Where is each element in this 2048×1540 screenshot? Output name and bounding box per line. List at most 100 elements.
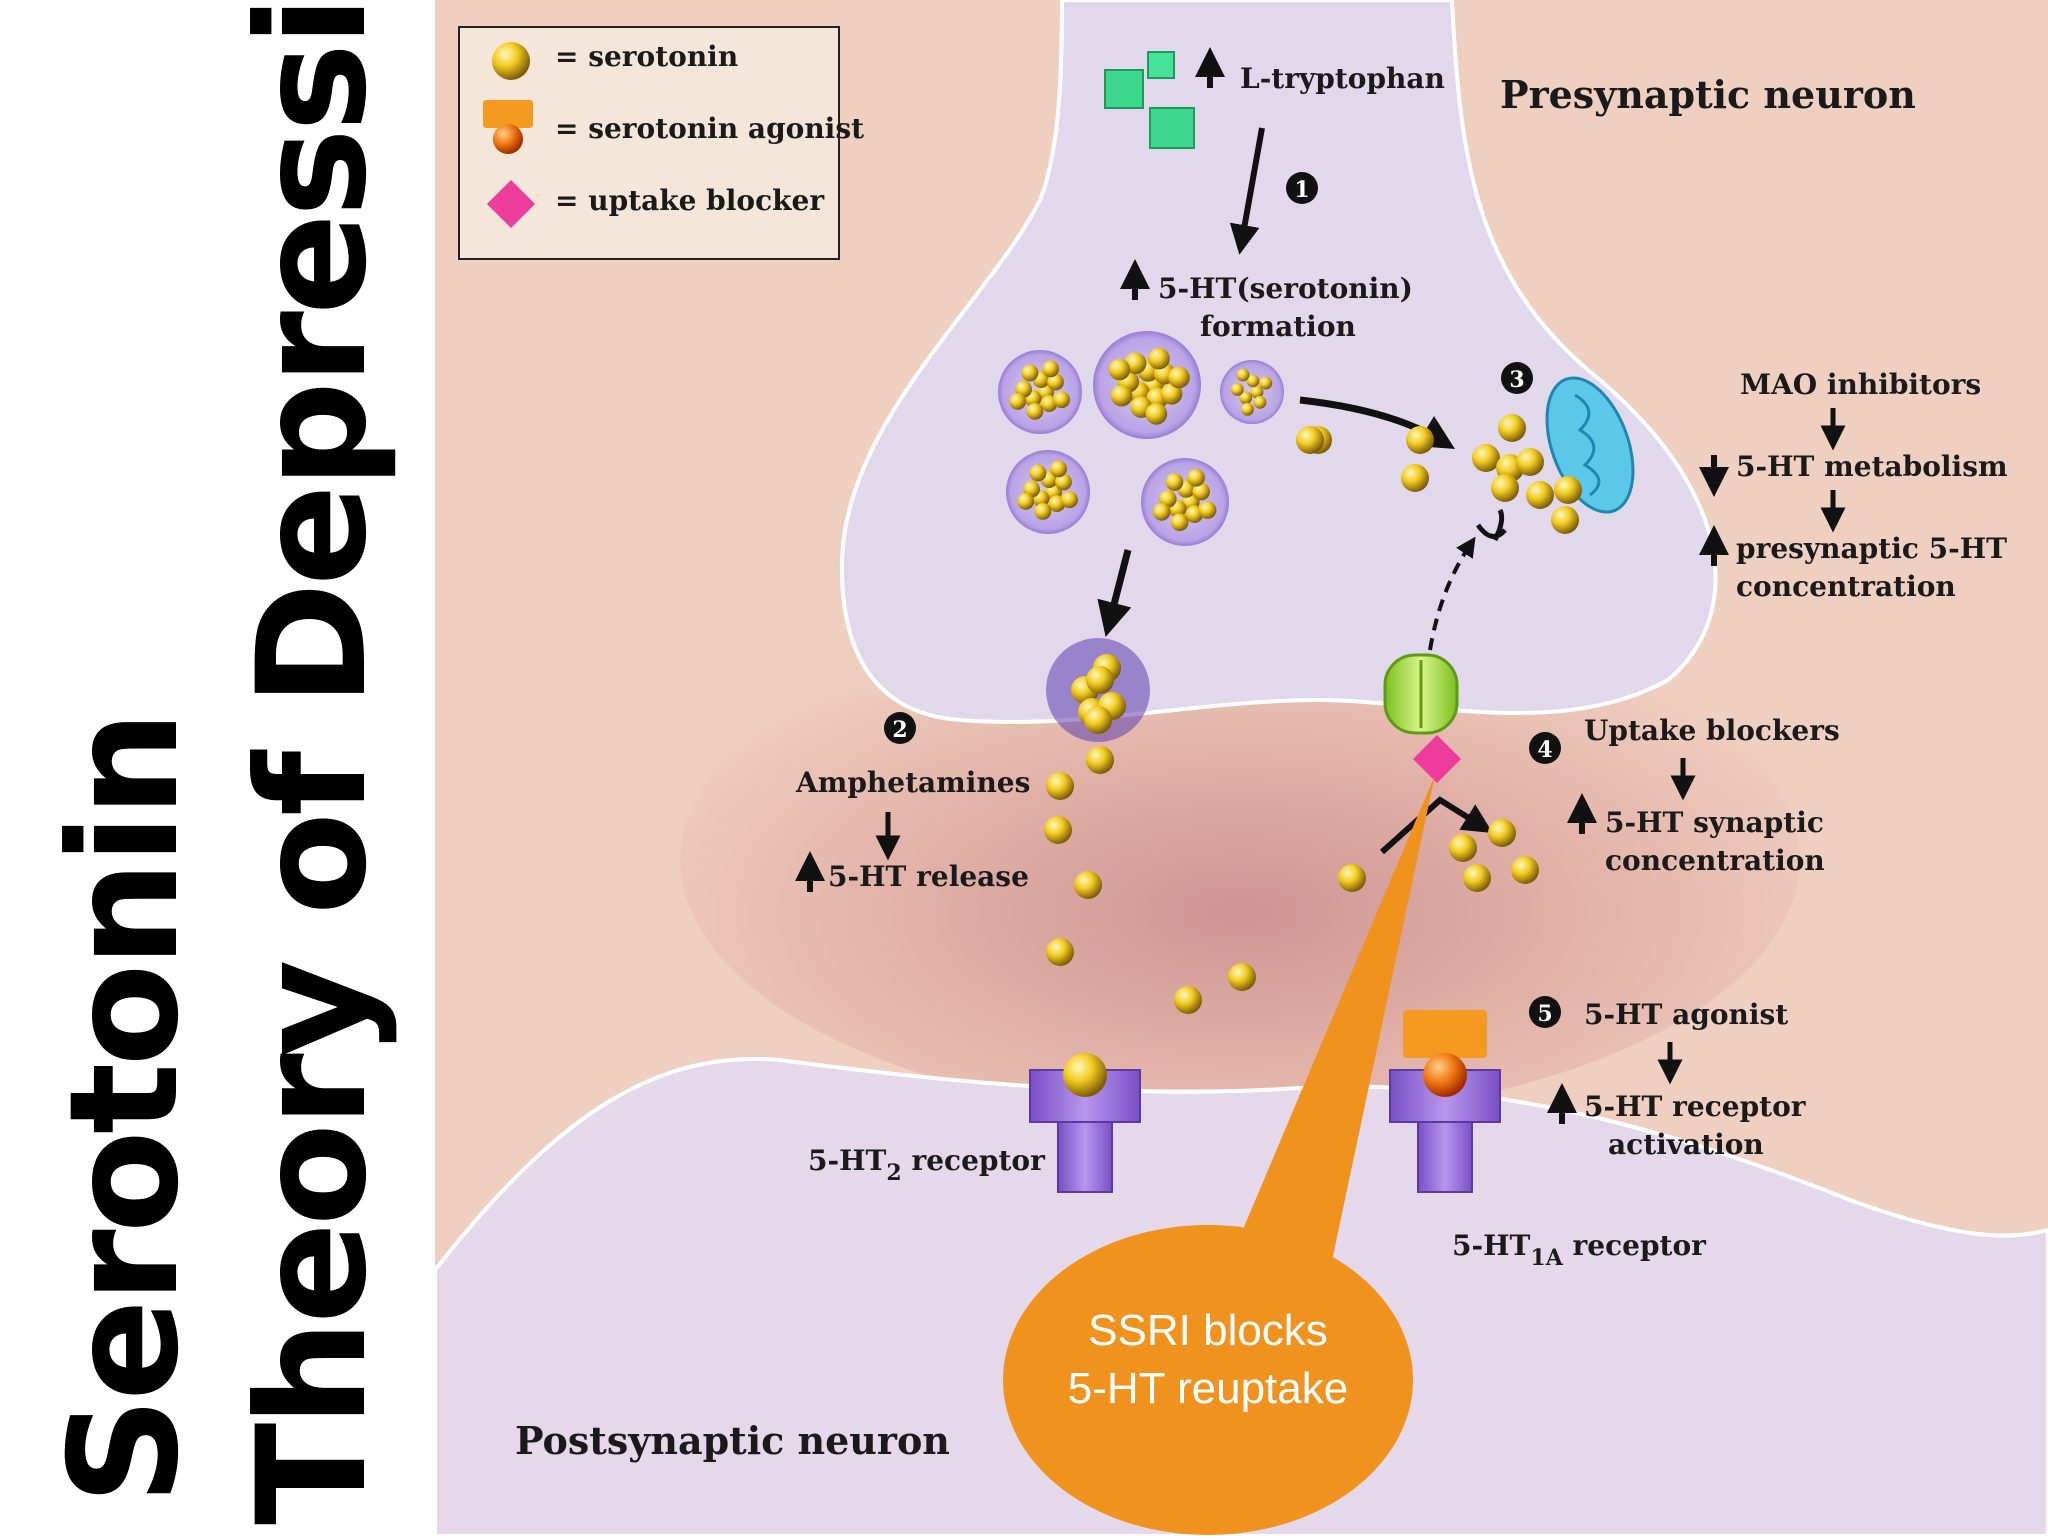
step2-label-b: 5-HT release — [828, 860, 1029, 893]
step2-number: 2 — [892, 717, 907, 743]
serotonin-molecule — [1061, 491, 1078, 509]
serotonin-molecule — [1152, 503, 1171, 521]
serotonin-molecule — [1044, 816, 1072, 844]
serotonin-molecule — [1145, 403, 1168, 425]
serotonin-molecule — [1406, 426, 1434, 454]
serotonin-molecule — [1026, 403, 1044, 420]
serotonin-molecule — [1296, 426, 1324, 454]
5ht2-receptor-label: 5-HT2 receptor — [808, 1144, 1046, 1186]
step3-badge — [1501, 362, 1533, 394]
step5-number: 5 — [1537, 1001, 1552, 1027]
serotonin-molecule — [1021, 364, 1039, 382]
agonist-molecule — [1403, 1010, 1487, 1058]
serotonin-molecule — [1239, 391, 1253, 405]
serotonin-molecule — [1338, 864, 1366, 892]
serotonin-molecule — [1187, 469, 1205, 487]
step4-label-b1: 5-HT synaptic — [1605, 806, 1824, 839]
serotonin-molecule — [1554, 476, 1582, 504]
title-line-2: Theory of Depression — [226, 0, 400, 1525]
step1-badge — [1286, 172, 1318, 204]
serotonin-molecule — [1046, 938, 1074, 966]
step3-number: 3 — [1509, 367, 1524, 393]
synaptic-cleft — [680, 600, 1800, 1120]
step4-label-b2: concentration — [1605, 844, 1825, 877]
serotonin-molecule — [1108, 358, 1131, 381]
serotonin-molecule — [1048, 495, 1066, 512]
step3-label-c2: concentration — [1736, 570, 1956, 603]
serotonin-molecule — [1498, 414, 1526, 442]
step2-label-a: Amphetamines — [795, 766, 1030, 799]
formation-label-2: formation — [1200, 310, 1356, 343]
serotonin-molecule — [1250, 385, 1264, 399]
block-mark — [1475, 523, 1507, 539]
5ht1a-receptor-label: 5-HT1A receptor — [1452, 1229, 1707, 1271]
serotonin-molecule — [1253, 396, 1267, 409]
serotonin-molecule — [1160, 383, 1183, 405]
presynaptic-label: Presynaptic neuron — [1500, 72, 1916, 117]
serotonin-molecule — [1055, 473, 1072, 491]
ssri-line2: 5-HT reuptake — [1068, 1364, 1348, 1413]
serotonin-molecule — [1084, 706, 1112, 734]
serotonin-molecule — [1040, 395, 1058, 412]
free-serotonin-group — [1044, 414, 1582, 1014]
5ht1a-receptor — [1389, 1010, 1501, 1193]
serotonin-molecule — [1110, 384, 1133, 407]
5ht2-receptor — [1029, 1053, 1141, 1193]
step5-label-a: 5-HT agonist — [1584, 998, 1788, 1031]
serotonin-molecule — [1463, 864, 1491, 892]
vesicle-group — [998, 331, 1284, 546]
legend-label: = uptake blocker — [555, 184, 825, 217]
serotonin-molecule — [1449, 834, 1477, 862]
serotonin-molecule — [1192, 482, 1210, 501]
step3-label-b: 5-HT metabolism — [1736, 450, 2008, 483]
serotonin-molecule — [1042, 360, 1059, 378]
step4-badge — [1529, 732, 1561, 764]
postsynaptic-label: Postsynaptic neuron — [515, 1418, 950, 1463]
serotonin-molecule — [1241, 402, 1254, 416]
serotonin-molecule — [1046, 772, 1074, 800]
step5-badge — [1529, 996, 1561, 1028]
step1-number: 1 — [1294, 177, 1309, 203]
agonist-icon — [483, 100, 533, 154]
serotonin-molecule — [1516, 448, 1544, 476]
serotonin-molecule — [1259, 376, 1273, 390]
serotonin-molecule — [1551, 506, 1579, 534]
serotonin-molecule — [1034, 503, 1052, 520]
serotonin-molecule — [1185, 505, 1204, 523]
step5-label-b1: 5-HT receptor — [1584, 1090, 1807, 1123]
serotonin-molecule — [1526, 481, 1554, 509]
step3-label-a: MAO inhibitors — [1740, 368, 1981, 401]
serotonin-transporter — [1383, 653, 1459, 735]
serotonin-molecule — [1165, 473, 1184, 491]
serotonin-molecule — [1086, 746, 1114, 774]
presynaptic-neuron — [839, 0, 1718, 725]
serotonin-molecule — [1086, 666, 1114, 694]
serotonin-molecule — [1148, 347, 1170, 370]
formation-label-1: 5-HT(serotonin) — [1158, 272, 1413, 305]
legend-label: = serotonin — [555, 40, 738, 73]
step4-label-a: Uptake blockers — [1584, 714, 1840, 747]
step2-badge — [884, 712, 916, 744]
uptake-blocker-icon — [486, 179, 536, 229]
serotonin-molecule — [1168, 366, 1190, 389]
legend-label: = serotonin agonist — [555, 112, 864, 145]
ssri-callout: SSRI blocks 5-HT reuptake — [1003, 775, 1435, 1535]
step5-label-b2: activation — [1608, 1128, 1764, 1161]
serotonin-molecule — [1511, 856, 1539, 884]
serotonin-molecule — [1050, 460, 1067, 478]
step4-arrow — [1379, 796, 1493, 855]
block-mark — [1492, 508, 1505, 542]
serotonin-molecule — [1047, 373, 1064, 391]
serotonin-molecule — [1246, 374, 1260, 388]
tryptophan-label: L-tryptophan — [1240, 62, 1445, 95]
serotonin-molecule — [1170, 513, 1189, 532]
legend: = serotonin = serotonin agonist = uptake… — [458, 26, 864, 260]
ssri-line1: SSRI blocks — [1088, 1306, 1328, 1355]
serotonin-molecule — [1228, 963, 1256, 991]
serotonin-molecule — [1230, 383, 1244, 396]
serotonin-molecule — [1198, 501, 1217, 519]
serotonin-icon — [492, 42, 530, 80]
serotonin-molecule — [1017, 493, 1035, 510]
